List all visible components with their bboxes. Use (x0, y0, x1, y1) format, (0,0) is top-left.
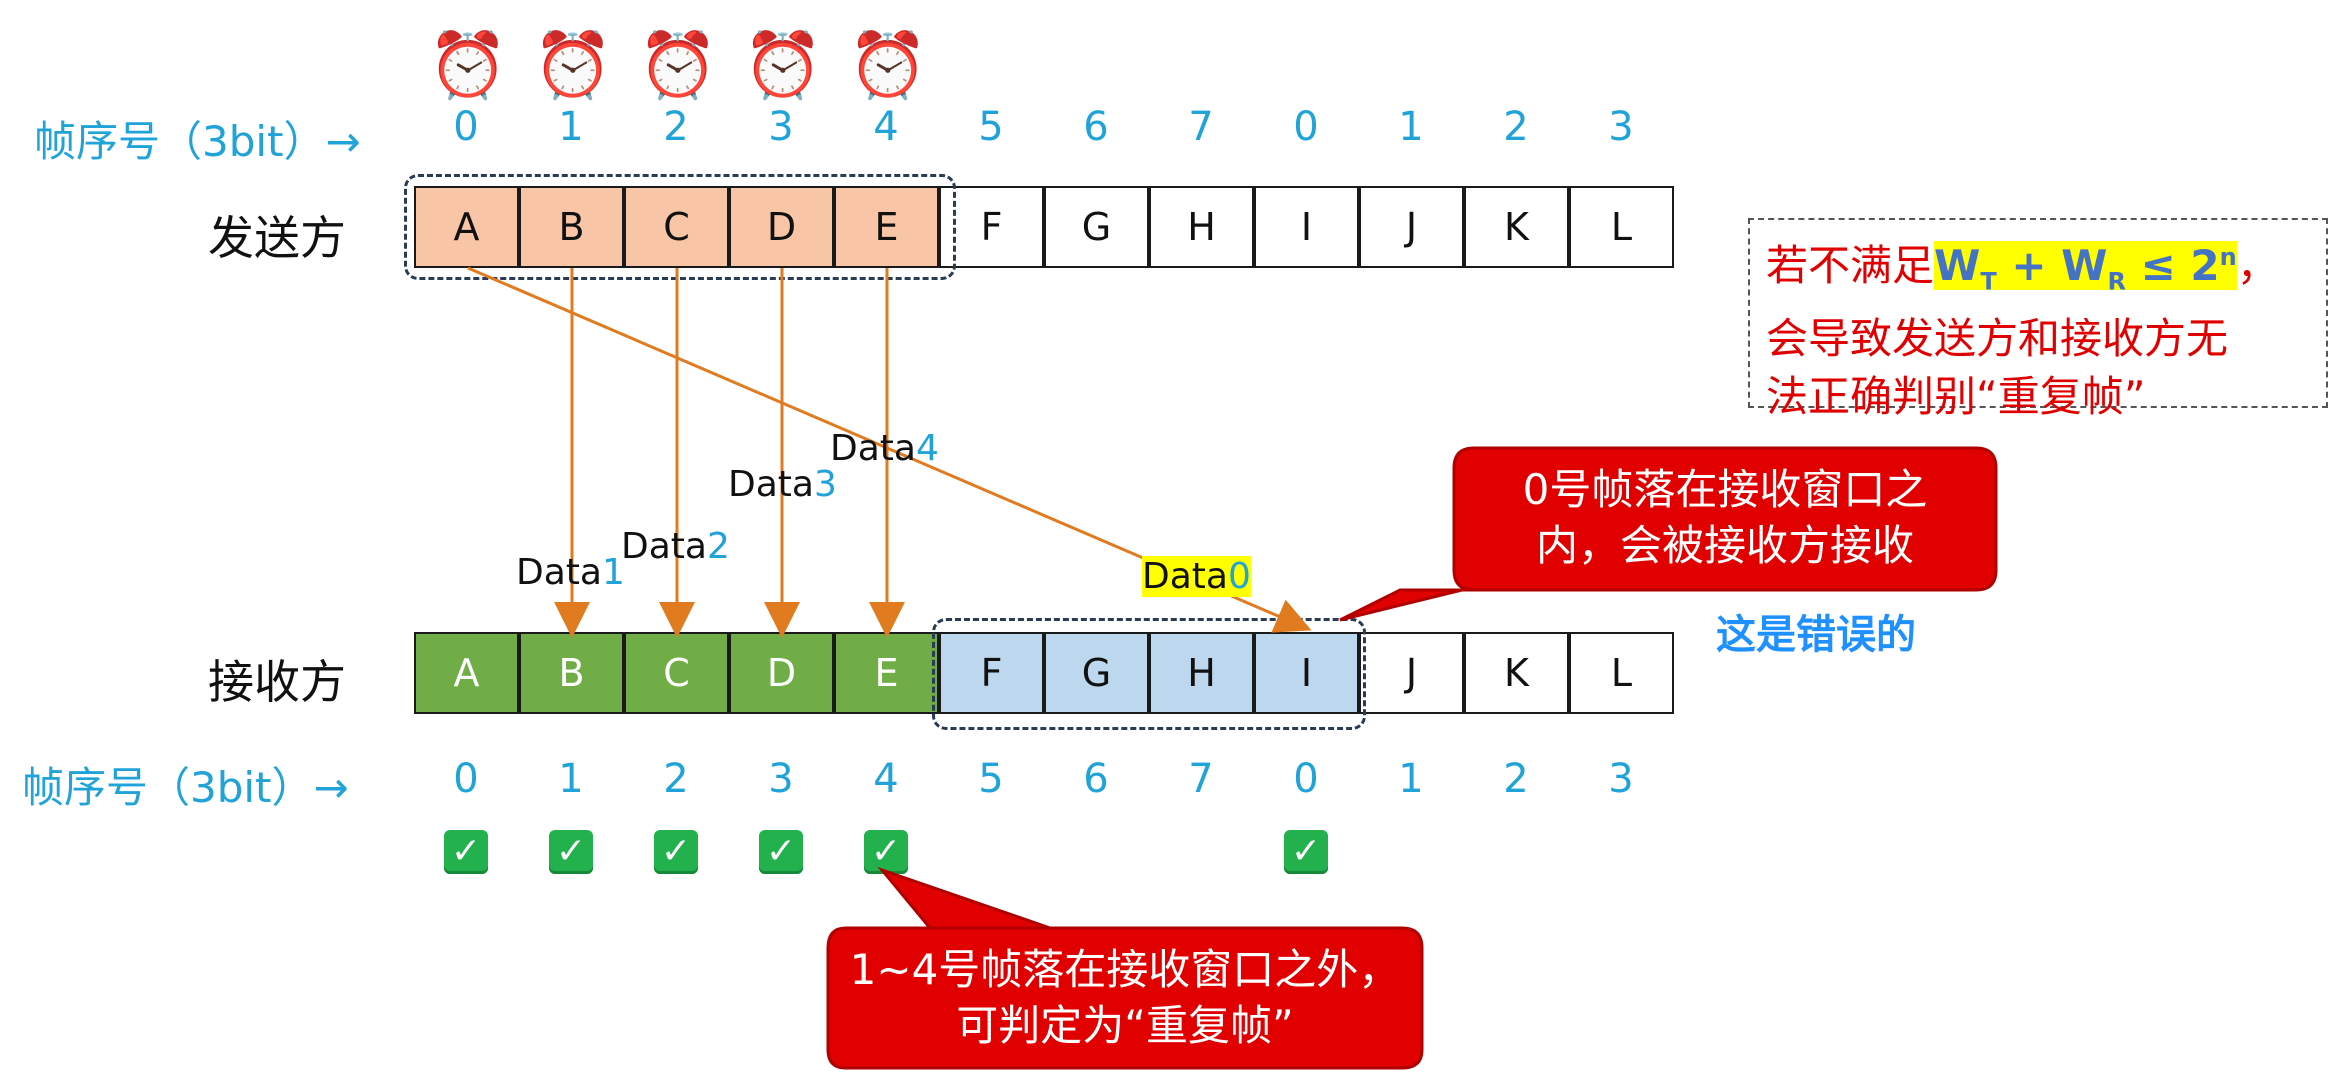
note-line3: 法正确判别“重复帧” (1766, 372, 2146, 422)
receiver-frame-cell: B (519, 632, 624, 714)
seq-number: 4 (873, 104, 899, 150)
top-callout-line2: 内，会被接收方接收 (1535, 521, 1914, 570)
sender-frame-cell: K (1464, 186, 1569, 268)
seq-number: 6 (1083, 756, 1109, 802)
data0-label: Data0 (1142, 556, 1251, 597)
sender-frame-cell: G (1044, 186, 1149, 268)
sender-frame-cell: A (414, 186, 519, 268)
top-callout-bubble (1339, 446, 1998, 622)
sender-frame-cell: D (729, 186, 834, 268)
alarm-clock-icon: ⏰ (638, 29, 718, 103)
seq-number: 2 (1503, 104, 1529, 150)
receiver-frame-cell: L (1569, 632, 1674, 714)
seq-number: 7 (1188, 756, 1214, 802)
sender-frame-cell: F (939, 186, 1044, 268)
seq-number: 5 (978, 756, 1004, 802)
receiver-frame-cell: K (1464, 632, 1569, 714)
receiver-frame-cell: A (414, 632, 519, 714)
check-mark-icon: ✓ (864, 830, 908, 874)
receiver-frame-cell: G (1044, 632, 1149, 714)
sender-frame-cell: C (624, 186, 729, 268)
seq-number: 5 (978, 104, 1004, 150)
seq-number: 0 (1293, 756, 1319, 802)
sender-label: 发送方 (208, 211, 346, 265)
seq-number: 6 (1083, 104, 1109, 150)
data2-label: Data2 (621, 526, 730, 567)
alarm-clock-icon: ⏰ (848, 29, 928, 103)
bottom-callout-bubble (826, 866, 1424, 1070)
note-line2: 会导致发送方和接收方无 (1766, 314, 2229, 364)
window-formula: WT + WR ≤ 2n (1934, 241, 2237, 296)
receiver-window (932, 618, 1366, 730)
top-callout-line1: 0号帧落在接收窗口之 (1522, 465, 1928, 514)
data4-label: Data4 (830, 428, 939, 469)
check-mark-icon: ✓ (549, 830, 593, 874)
sender-frame-cell: L (1569, 186, 1674, 268)
bottom-callout-line2: 可判定为“重复帧” (956, 1001, 1294, 1050)
receiver-seq-label: 帧序号（3bit）→ (22, 763, 349, 812)
sender-window (404, 174, 956, 280)
seq-number: 0 (453, 756, 479, 802)
receiver-frame-cell: H (1149, 632, 1254, 714)
seq-number: 7 (1188, 104, 1214, 150)
alarm-clock-icon: ⏰ (533, 29, 613, 103)
receiver-frame-cell: J (1359, 632, 1464, 714)
seq-number: 1 (1398, 104, 1424, 150)
seq-number: 2 (663, 104, 689, 150)
receiver-label: 接收方 (208, 655, 346, 709)
sender-frame-cell: I (1254, 186, 1359, 268)
seq-number: 2 (663, 756, 689, 802)
top-callout-text: 0号帧落在接收窗口之 内，会被接收方接收 (1460, 462, 1990, 574)
receiver-frame-cell: I (1254, 632, 1359, 714)
receiver-frame-cell: C (624, 632, 729, 714)
sender-seq-label: 帧序号（3bit）→ (34, 117, 361, 166)
check-mark-icon: ✓ (444, 830, 488, 874)
sender-frame-cell: J (1359, 186, 1464, 268)
bottom-callout-text: 1~4号帧落在接收窗口之外， 可判定为“重复帧” (832, 942, 1418, 1054)
wrong-note: 这是错误的 (1716, 612, 1916, 658)
sender-frame-cell: B (519, 186, 624, 268)
seq-number: 1 (558, 756, 584, 802)
seq-number: 4 (873, 756, 899, 802)
seq-number: 3 (768, 756, 794, 802)
sender-frame-cell: H (1149, 186, 1254, 268)
receiver-frame-cell: E (834, 632, 939, 714)
seq-number: 1 (558, 104, 584, 150)
sender-frame-cell: E (834, 186, 939, 268)
seq-number: 3 (768, 104, 794, 150)
receiver-frame-cell: D (729, 632, 834, 714)
seq-number: 3 (1608, 756, 1634, 802)
check-mark-icon: ✓ (1284, 830, 1328, 874)
seq-number: 0 (1293, 104, 1319, 150)
seq-number: 3 (1608, 104, 1634, 150)
condition-note: 若不满足WT + WR ≤ 2n， 会导致发送方和接收方无 法正确判别“重复帧” (1748, 218, 2328, 421)
receiver-frame-cell: F (939, 632, 1044, 714)
seq-number: 2 (1503, 756, 1529, 802)
bottom-callout-line1: 1~4号帧落在接收窗口之外， (849, 945, 1401, 994)
check-mark-icon: ✓ (654, 830, 698, 874)
seq-number: 0 (453, 104, 479, 150)
data1-label: Data1 (516, 552, 625, 593)
seq-number: 1 (1398, 756, 1424, 802)
note-line1: 若不满足WT + WR ≤ 2n， (1766, 241, 2279, 296)
data3-label: Data3 (728, 464, 837, 505)
check-mark-icon: ✓ (759, 830, 803, 874)
alarm-clock-icon: ⏰ (743, 29, 823, 103)
alarm-clock-icon: ⏰ (428, 29, 508, 103)
